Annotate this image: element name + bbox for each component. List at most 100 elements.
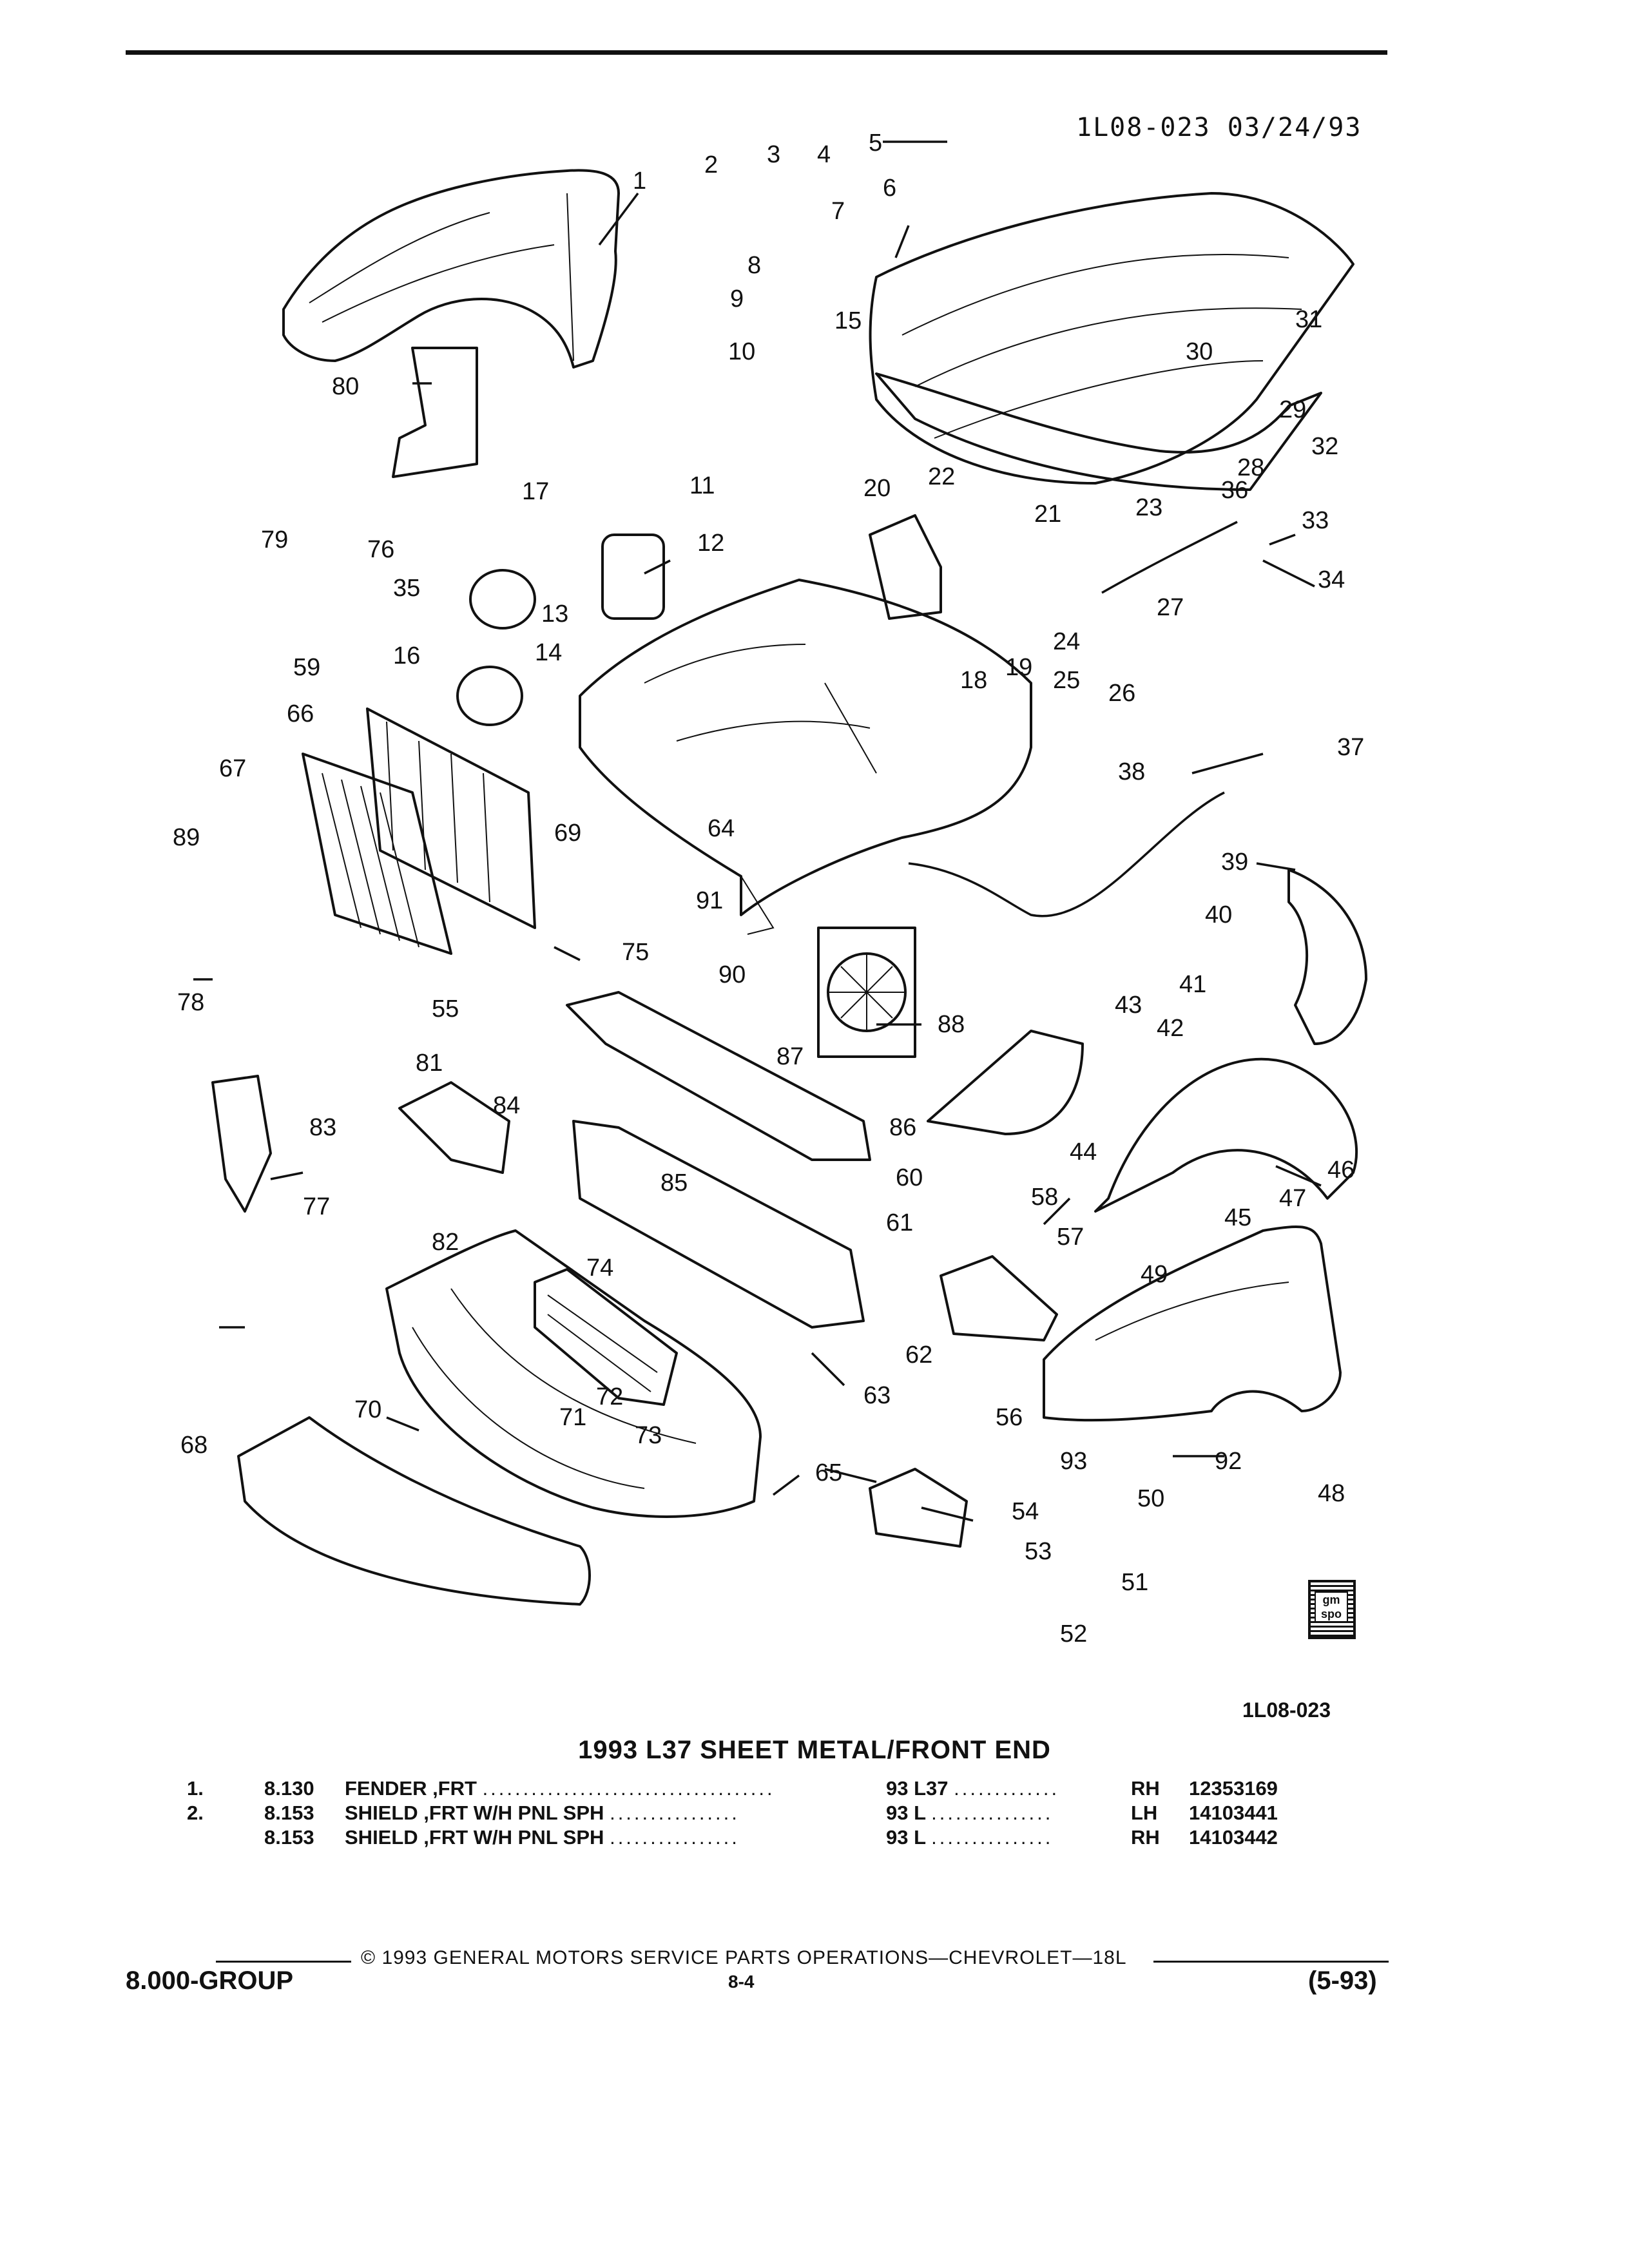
- group-number: 8.153: [264, 1802, 314, 1824]
- table-row: 8.153 SHIELD ,FRT W/H PNL SPH ..........…: [187, 1826, 1292, 1850]
- callout-20: 20: [863, 475, 891, 502]
- part-number: 14103442: [1189, 1826, 1278, 1849]
- callout-64: 64: [708, 815, 735, 842]
- callout-67: 67: [219, 755, 246, 782]
- callout-35: 35: [393, 575, 420, 602]
- fender-part: [282, 169, 620, 369]
- callout-72: 72: [596, 1383, 623, 1410]
- table-row: 1. 8.130 FENDER ,FRT ...................…: [187, 1777, 1292, 1802]
- callout-50: 50: [1137, 1485, 1164, 1512]
- callout-77: 77: [303, 1193, 330, 1220]
- callout-4: 4: [817, 141, 831, 168]
- callout-60: 60: [896, 1164, 923, 1191]
- copyright-line: © 1993 GENERAL MOTORS SERVICE PARTS OPER…: [361, 1947, 1127, 1968]
- callout-39: 39: [1221, 849, 1248, 876]
- callout-59: 59: [293, 654, 320, 681]
- callout-78: 78: [177, 989, 204, 1016]
- callout-51: 51: [1121, 1569, 1148, 1596]
- callout-10: 10: [728, 338, 755, 365]
- support-bracket-part: [211, 1075, 272, 1213]
- callout-27: 27: [1157, 594, 1184, 621]
- callout-90: 90: [718, 961, 746, 988]
- callout-11: 11: [689, 472, 715, 499]
- drawing-footer-id: 1L08-023: [1242, 1698, 1331, 1722]
- callout-23: 23: [1135, 494, 1162, 521]
- callout-91: 91: [696, 887, 723, 914]
- footer-rule-right: [1153, 1961, 1389, 1963]
- air-cleaner-part: [456, 666, 523, 726]
- bumper-fascia-part: [385, 1229, 762, 1518]
- callout-21: 21: [1034, 501, 1061, 528]
- group-label: 8.000-GROUP: [126, 1966, 294, 1995]
- callout-12: 12: [697, 530, 724, 557]
- callout-62: 62: [905, 1341, 932, 1369]
- footer-rule-left: [216, 1961, 351, 1963]
- callout-76: 76: [367, 536, 394, 563]
- group-number: 8.153: [264, 1826, 314, 1849]
- table-row: 2. 8.153 SHIELD ,FRT W/H PNL SPH .......…: [187, 1802, 1292, 1826]
- item-number: 1.: [187, 1777, 204, 1800]
- callout-92: 92: [1215, 1448, 1242, 1475]
- callout-69: 69: [554, 820, 581, 847]
- callout-86: 86: [889, 1114, 916, 1141]
- leader-lines: [193, 140, 1322, 1522]
- side: RH: [1131, 1777, 1160, 1800]
- callout-49: 49: [1141, 1261, 1168, 1288]
- lower-tie-bar-part: [572, 1120, 865, 1329]
- callout-8: 8: [747, 252, 761, 279]
- callout-46: 46: [1327, 1157, 1354, 1184]
- callout-26: 26: [1108, 680, 1135, 707]
- callout-74: 74: [586, 1254, 613, 1282]
- rh-fender-part: [1043, 1225, 1342, 1422]
- callout-70: 70: [354, 1396, 381, 1423]
- hood-latch-part: [869, 514, 942, 620]
- callout-55: 55: [432, 995, 459, 1023]
- upper-tie-bar-part: [566, 991, 871, 1161]
- condenser-part: [366, 707, 536, 929]
- wheelhouse-liner-part: [1094, 1057, 1358, 1213]
- callout-3: 3: [767, 141, 780, 168]
- callout-58: 58: [1031, 1184, 1058, 1211]
- fender-liner-part: [927, 1030, 1084, 1135]
- callout-73: 73: [635, 1422, 662, 1449]
- part-description: FENDER ,FRT ............................…: [345, 1777, 775, 1800]
- callout-52: 52: [1060, 1620, 1087, 1648]
- callout-7: 7: [831, 198, 845, 225]
- top-rule: [126, 50, 1387, 55]
- reservoir-part: [601, 533, 665, 620]
- callout-71: 71: [559, 1404, 586, 1431]
- callout-32: 32: [1311, 433, 1338, 460]
- group-number: 8.130: [264, 1777, 314, 1800]
- callout-79: 79: [261, 526, 288, 553]
- part-number: 12353169: [1189, 1777, 1278, 1800]
- cable-part: [908, 791, 1225, 918]
- callout-5: 5: [869, 130, 882, 157]
- callout-38: 38: [1118, 758, 1145, 785]
- callout-84: 84: [493, 1092, 520, 1119]
- splash-shield-part: [1287, 869, 1367, 1045]
- item-number: 2.: [187, 1802, 204, 1824]
- callout-44: 44: [1070, 1139, 1097, 1166]
- turn-signal-part: [869, 1468, 968, 1548]
- callout-29: 29: [1279, 396, 1306, 423]
- part-description: SHIELD ,FRT W/H PNL SPH ................: [345, 1826, 740, 1849]
- callout-65: 65: [815, 1459, 842, 1486]
- callout-57: 57: [1057, 1224, 1084, 1251]
- callout-48: 48: [1318, 1480, 1345, 1507]
- callout-53: 53: [1025, 1538, 1052, 1565]
- air-dam-part: [237, 1416, 591, 1606]
- callout-22: 22: [928, 463, 955, 490]
- callout-31: 31: [1295, 306, 1322, 333]
- brace-part: [392, 347, 478, 478]
- catalog-title: 1993 L37 SHEET METAL/FRONT END: [578, 1736, 1051, 1764]
- callout-34: 34: [1318, 566, 1345, 593]
- callout-88: 88: [938, 1011, 965, 1038]
- callout-15: 15: [834, 307, 862, 334]
- callout-33: 33: [1302, 507, 1329, 534]
- fan-shroud-part: [817, 927, 916, 1058]
- callout-89: 89: [173, 824, 200, 851]
- callout-16: 16: [393, 642, 420, 669]
